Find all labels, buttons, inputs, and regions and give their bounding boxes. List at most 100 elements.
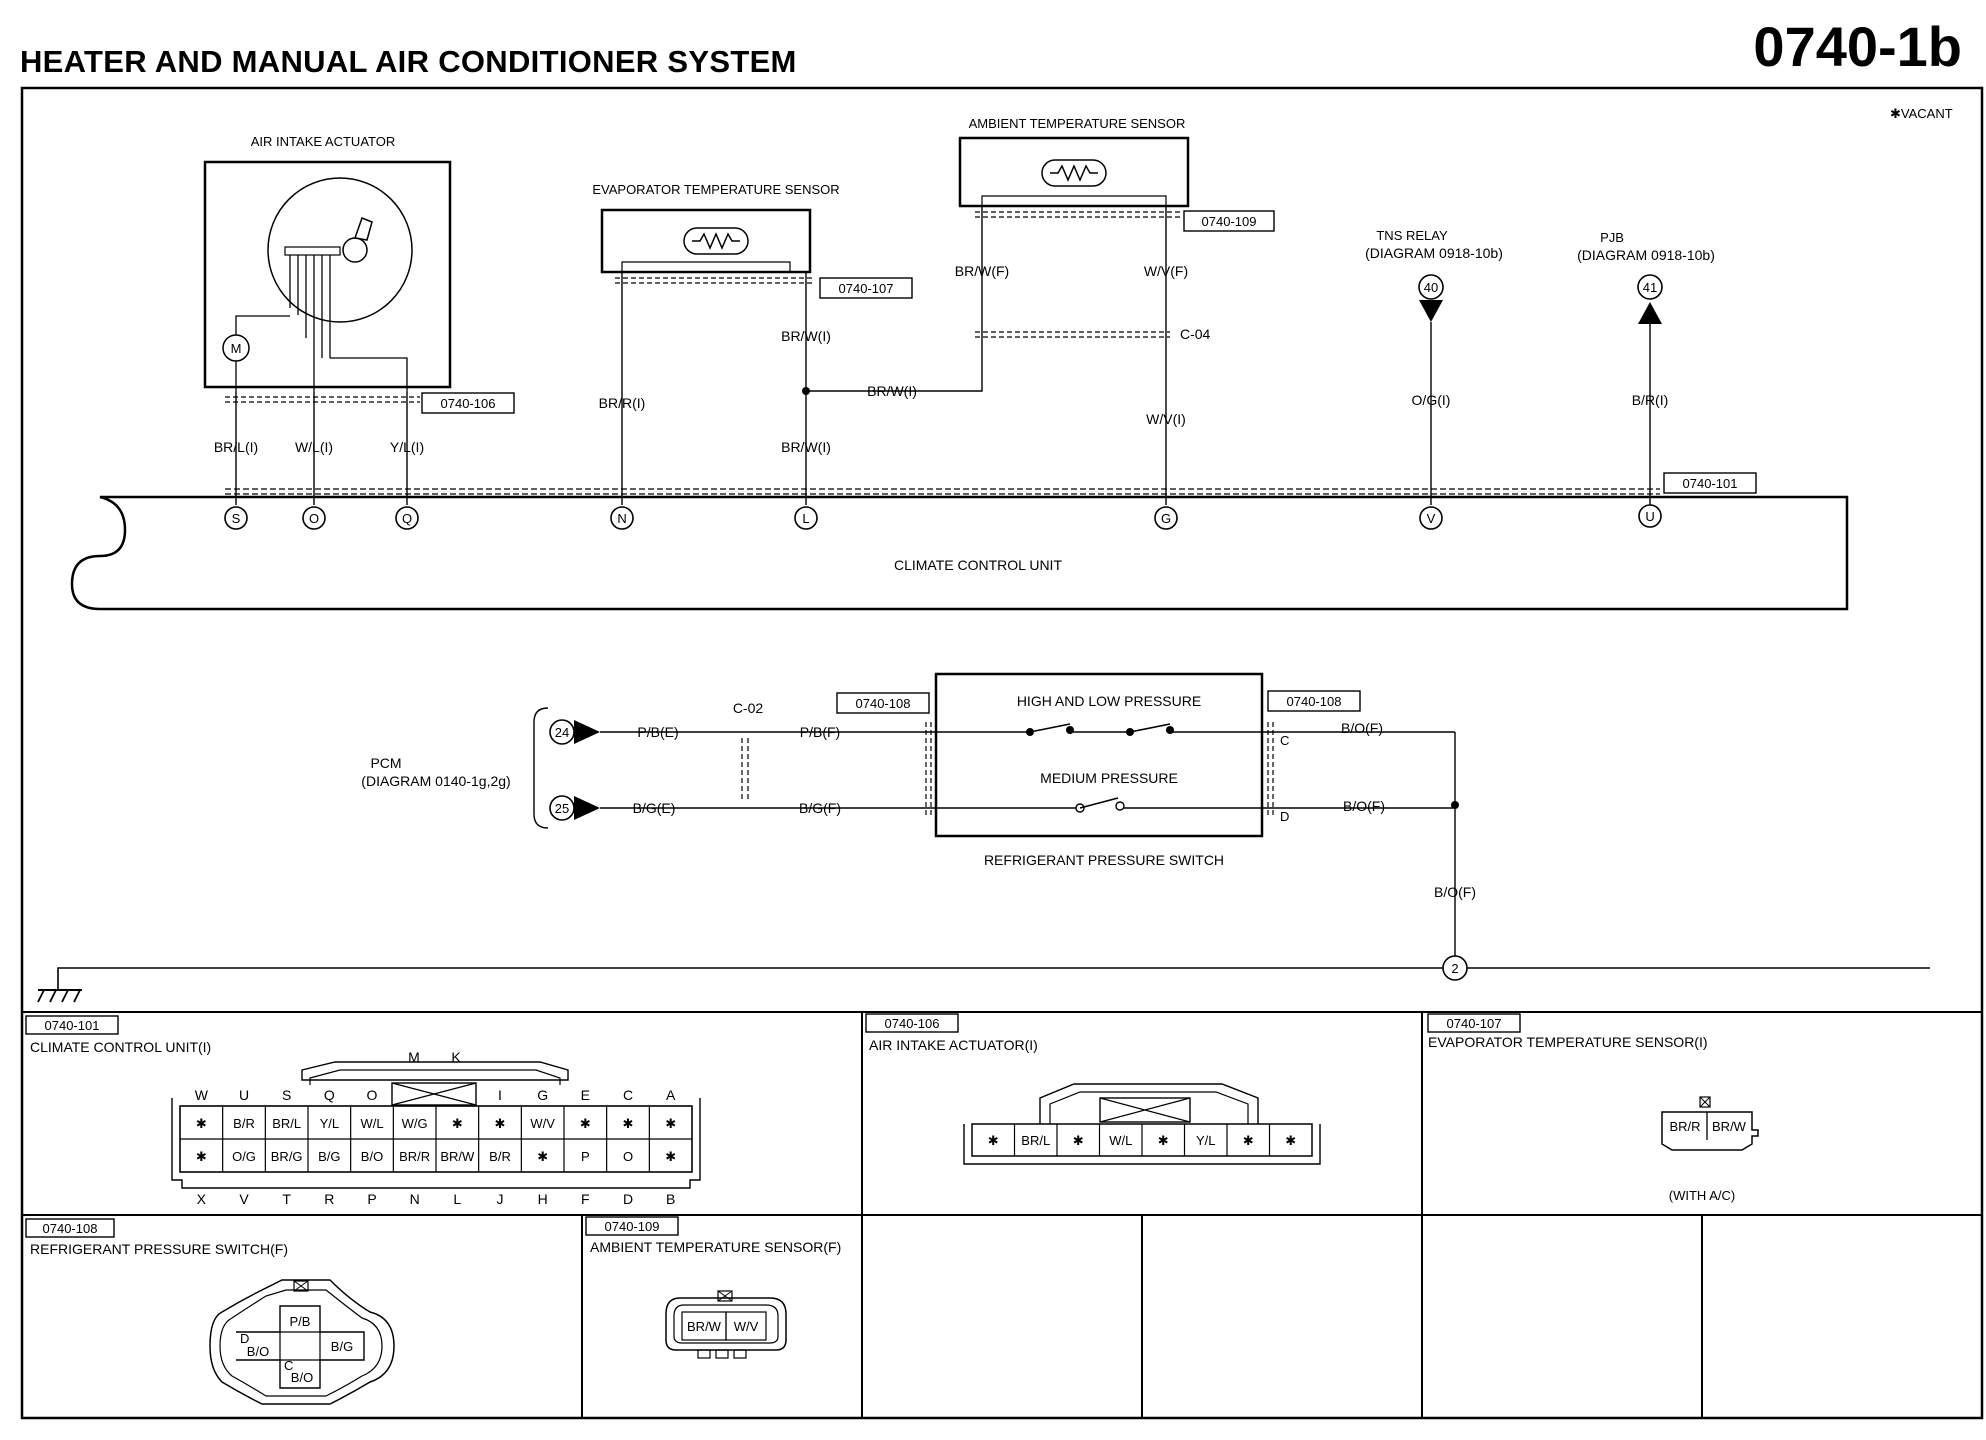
svg-text:0740-107: 0740-107 [839, 281, 894, 296]
svg-text:0740-106: 0740-106 [441, 396, 496, 411]
p101-r1-c9: ✱ [580, 1116, 591, 1131]
p106-cell-4: ✱ [1158, 1133, 1169, 1148]
svg-text:D: D [240, 1331, 249, 1346]
p101-top-W: W [195, 1087, 209, 1103]
ccu-pin-q[interactable]: Q [402, 511, 412, 526]
ref-0740-101-box[interactable]: 0740-101 [1663, 472, 1757, 494]
svg-text:0740-109: 0740-109 [1202, 214, 1257, 229]
svg-text:0740-108: 0740-108 [1287, 694, 1342, 709]
p101-r1-c6: ✱ [452, 1116, 463, 1131]
ref-41: 41 [1643, 280, 1657, 295]
p101-bot-F: F [581, 1191, 590, 1207]
wire-bo-f-bot: B/O(F) [1343, 798, 1385, 814]
diagram-code: 0740-1b [1753, 15, 1962, 78]
svg-text:K: K [451, 1049, 461, 1065]
p106-cell-2: ✱ [1073, 1133, 1084, 1148]
p101-r2-c4: B/O [361, 1149, 383, 1164]
thermistor-icon [1050, 164, 1098, 182]
ccu-pin-u[interactable]: U [1645, 509, 1654, 524]
ref-40: 40 [1424, 280, 1438, 295]
ref-0740-106-box[interactable]: 0740-106 [421, 392, 515, 414]
ref-0740-108-left-box[interactable]: 0740-108 [836, 692, 930, 714]
air-intake-actuator-label: AIR INTAKE ACTUATOR [251, 134, 395, 149]
ccu-pin-n[interactable]: N [617, 511, 626, 526]
panel-109-ref: 0740-109 [605, 1219, 660, 1234]
p101-r2-c0: ✱ [196, 1149, 207, 1164]
ref-0740-109-box[interactable]: 0740-109 [1183, 210, 1275, 232]
connector-c02: C-02 [733, 700, 764, 716]
refrigerant-pressure-switch: HIGH AND LOW PRESSURE MEDIUM PRESSURE RE… [934, 672, 1264, 868]
svg-text:(DIAGRAM 0918-10b): (DIAGRAM 0918-10b) [1365, 245, 1503, 261]
wire-br: B/R(I) [1632, 392, 1669, 408]
ccu-pin-g[interactable]: G [1161, 511, 1171, 526]
ref-switch-label: REFRIGERANT PRESSURE SWITCH [984, 852, 1224, 868]
p101-r2-c3: B/G [318, 1149, 340, 1164]
hi-lo-switch-contact-2 [1129, 723, 1171, 733]
wire-brw-ccu: BR/W(I) [781, 439, 831, 455]
panel-0740-107: 0740-107 EVAPORATOR TEMPERATURE SENSOR(I… [1427, 1013, 1759, 1203]
panel-0740-108: 0740-108 REFRIGERANT PRESSURE SWITCH(F) … [25, 1218, 395, 1405]
ref-0740-107-box[interactable]: 0740-107 [819, 277, 913, 299]
p101-bot-J: J [497, 1191, 504, 1207]
climate-control-unit: CLIMATE CONTROL UNIT [70, 495, 1849, 611]
page-title: HEATER AND MANUAL AIR CONDITIONER SYSTEM [20, 44, 797, 79]
p101-r2-c2: BR/G [271, 1149, 303, 1164]
wire-brr: BR/R(I) [599, 395, 646, 411]
panel-107-ref: 0740-107 [1447, 1016, 1502, 1031]
p101-r1-c4: W/L [360, 1116, 383, 1131]
p107-note: (WITH A/C) [1669, 1188, 1735, 1203]
wire-wv-i: W/V(I) [1146, 411, 1186, 427]
panel-0740-101: 0740-101 CLIMATE CONTROL UNIT(I) M K ✱B/… [25, 1015, 701, 1207]
hi-lo-pressure-label: HIGH AND LOW PRESSURE [1017, 693, 1201, 709]
wire-bg-f: B/G(F) [799, 800, 841, 816]
p101-r2-c1: O/G [232, 1149, 256, 1164]
panel-107-title: EVAPORATOR TEMPERATURE SENSOR(I) [1428, 1034, 1708, 1050]
panel-106-ref: 0740-106 [885, 1016, 940, 1031]
p106-cell-5: Y/L [1196, 1133, 1216, 1148]
ref-0740-108-right-box[interactable]: 0740-108 [1267, 690, 1361, 712]
connector-c04: C-04 [1180, 326, 1211, 342]
ccu-pin-o[interactable]: O [309, 511, 319, 526]
panel-109-title: AMBIENT TEMPERATURE SENSOR(F) [590, 1239, 841, 1255]
p101-top-C: C [623, 1087, 633, 1103]
motor-icon: M [231, 341, 242, 356]
wire-brw-evap: BR/W(I) [781, 328, 831, 344]
p101-bot-P: P [367, 1191, 376, 1207]
p101-r1-c0: ✱ [196, 1116, 207, 1131]
p101-bot-B: B [666, 1191, 675, 1207]
ambient-sensor-label: AMBIENT TEMPERATURE SENSOR [969, 116, 1186, 131]
p107-cell-2: BR/W [1712, 1119, 1747, 1134]
p106-cell-7: ✱ [1285, 1133, 1296, 1148]
thermistor-icon [692, 232, 740, 250]
p101-top-S: S [282, 1087, 291, 1103]
p101-r2-c10: O [623, 1149, 633, 1164]
p108-top: P/B [290, 1314, 311, 1329]
ccu-pin-v[interactable]: V [1427, 511, 1436, 526]
evap-sensor-label: EVAPORATOR TEMPERATURE SENSOR [592, 182, 839, 197]
svg-text:PCM: PCM [370, 755, 401, 771]
svg-text:C: C [284, 1358, 293, 1373]
tns-relay: TNS RELAY (DIAGRAM 0918-10b) 40 O/G(I) [1365, 228, 1503, 505]
outer-frame [20, 86, 1984, 1420]
svg-text:C: C [1280, 733, 1289, 748]
vacant-legend: ✱VACANT [1890, 106, 1953, 121]
p108-right: B/G [331, 1339, 353, 1354]
p101-bot-D: D [623, 1191, 633, 1207]
p101-r1-c1: B/R [233, 1116, 255, 1131]
p101-r2-c11: ✱ [665, 1149, 676, 1164]
hi-lo-switch-contact-1 [1029, 723, 1071, 733]
svg-text:TNS RELAY: TNS RELAY [1376, 228, 1448, 243]
p109-cell-2: W/V [734, 1319, 759, 1334]
panel-101-ref: 0740-101 [45, 1018, 100, 1033]
ccu-pin-s[interactable]: S [232, 511, 241, 526]
wire-yl: Y/L(I) [390, 439, 424, 455]
p101-top-U: U [239, 1087, 249, 1103]
ccu-pin-l[interactable]: L [802, 511, 809, 526]
air-intake-actuator: AIR INTAKE ACTUATOR M [203, 134, 452, 392]
p101-r2-c8: ✱ [537, 1149, 548, 1164]
wire-pb-f: P/B(F) [800, 724, 840, 740]
p101-r2-c6: BR/W [440, 1149, 475, 1164]
p101-r1-c2: BR/L [272, 1116, 301, 1131]
wire-wv-f: W/V(F) [1144, 263, 1188, 279]
p101-bot-V: V [239, 1191, 249, 1207]
